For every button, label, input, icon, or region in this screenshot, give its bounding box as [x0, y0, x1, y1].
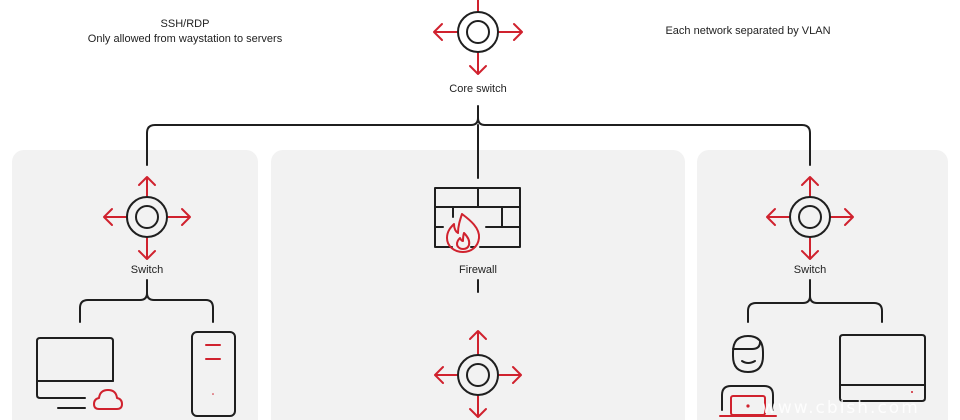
- laptop-icon: [719, 395, 777, 417]
- middle-switch-icon: [434, 330, 522, 418]
- left-switch-label: Switch: [130, 264, 164, 276]
- desktop-monitor-icon: [36, 337, 114, 409]
- right-network-panel: [697, 150, 948, 420]
- ssh-rdp-detail: Only allowed from waystation to servers: [87, 33, 283, 45]
- firewall-icon: [434, 187, 521, 248]
- right-switch-icon: [766, 176, 854, 260]
- user-person-icon: [721, 335, 774, 411]
- watermark: www.cbish.com: [762, 398, 920, 418]
- server-tower-icon: [191, 331, 236, 417]
- fire-icon: [446, 213, 481, 253]
- firewall-label: Firewall: [459, 264, 497, 276]
- cloud-icon: [93, 389, 123, 410]
- right-switch-label: Switch: [793, 264, 827, 276]
- right-monitor-icon: [839, 334, 926, 402]
- left-network-panel: [12, 150, 258, 420]
- core-switch-icon: [433, 0, 523, 75]
- vlan-note: Each network separated by VLAN: [665, 25, 831, 37]
- core-bus-connector: [79, 105, 883, 323]
- left-switch-icon: [103, 176, 191, 260]
- core-switch-label: Core switch: [449, 83, 507, 95]
- ssh-rdp-title: SSH/RDP: [160, 18, 210, 30]
